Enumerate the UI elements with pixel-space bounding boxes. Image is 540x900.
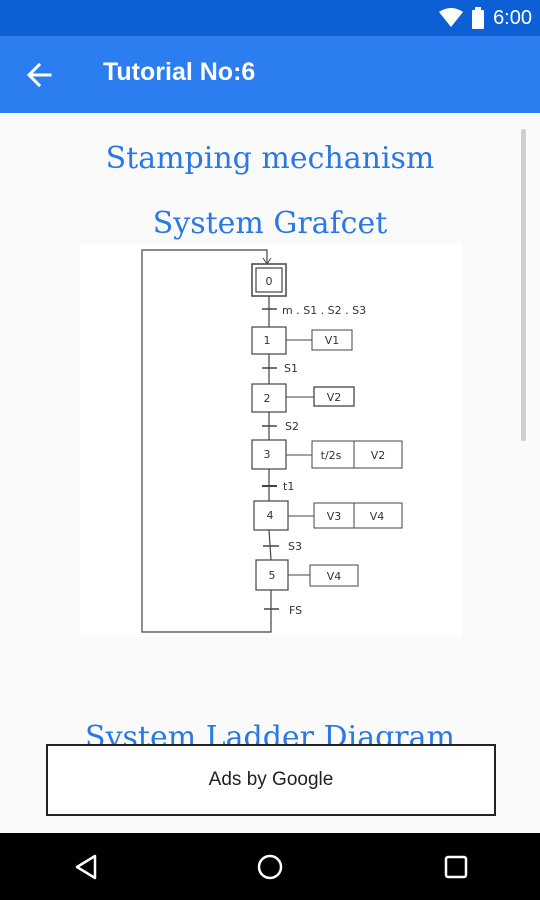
heading-system-grafcet: System Grafcet — [152, 206, 388, 241]
battery-icon — [472, 7, 485, 29]
step-label: 4 — [267, 509, 274, 522]
content-scroll-area[interactable]: Stamping mechanism System Grafcet — [0, 113, 540, 833]
triangle-back-icon — [75, 854, 97, 880]
step-label: 2 — [264, 392, 271, 405]
arrow-left-icon — [26, 62, 52, 88]
circle-home-icon — [257, 854, 283, 880]
nav-back-button[interactable] — [66, 847, 106, 887]
grafcet-step-1: 1 V1 — [251, 326, 353, 355]
grafcet-step-0: 0 — [251, 263, 287, 297]
ad-label: Ads by Google — [208, 769, 334, 790]
nav-recents-button[interactable] — [436, 847, 476, 887]
wifi-icon — [439, 8, 464, 27]
step-label: 5 — [269, 569, 276, 582]
grafcet-step-2: 2 V2 — [251, 383, 355, 413]
navigation-bar — [0, 833, 540, 900]
action-label: V3 — [327, 510, 342, 523]
transition-label: S2 — [285, 420, 299, 433]
back-button[interactable] — [14, 50, 64, 100]
grafcet-step-5: 5 V4 — [255, 559, 359, 591]
nav-home-button[interactable] — [250, 847, 290, 887]
transition-label: S1 — [284, 362, 298, 375]
status-icons: 6:00 — [439, 6, 532, 30]
step-label: 1 — [264, 334, 271, 347]
grafcet-step-4: 4 V3 V4 — [253, 500, 403, 531]
step-label: 3 — [264, 448, 271, 461]
app-bar: Tutorial No:6 — [0, 36, 540, 113]
grafcet-step-3: 3 t/2s V2 — [251, 439, 403, 470]
action-label: V1 — [325, 334, 340, 347]
transition-label: m . S1 . S2 . S3 — [282, 304, 366, 317]
scrollbar[interactable] — [521, 129, 526, 441]
action-label: V2 — [327, 391, 342, 404]
square-recents-icon — [444, 855, 468, 879]
transition-label: FS — [289, 604, 302, 617]
action-label: t/2s — [321, 449, 342, 462]
action-label: V4 — [370, 510, 385, 523]
action-label: V2 — [371, 449, 386, 462]
transition-label: S3 — [288, 540, 302, 553]
page-title: Tutorial No:6 — [103, 58, 256, 86]
ad-banner[interactable]: Ads by Google — [46, 744, 496, 816]
status-time: 6:00 — [493, 6, 532, 29]
action-label: V4 — [327, 570, 342, 583]
heading-stamping-mechanism: Stamping mechanism — [105, 141, 435, 176]
step-label: 0 — [266, 275, 273, 288]
grafcet-diagram: 0 1 V1 2 V2 3 — [80, 244, 462, 637]
transition-label: t1 — [283, 480, 294, 493]
status-bar: 6:00 — [0, 0, 540, 36]
loop-back-line — [141, 249, 272, 633]
